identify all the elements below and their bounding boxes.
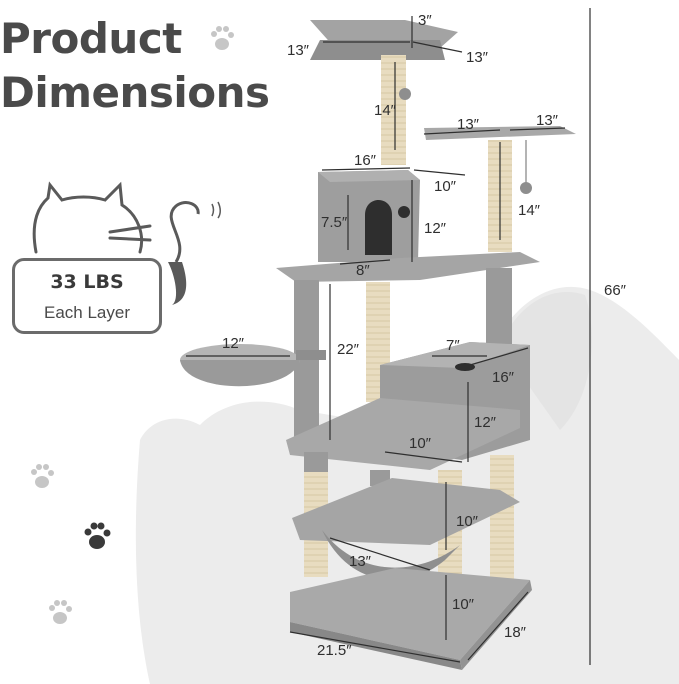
dimension-lines — [186, 8, 591, 665]
dim-top-perch-right: 13″ — [466, 49, 488, 66]
dim-right-perch-left: 13″ — [457, 116, 479, 133]
weight-value: 33 LBS — [50, 271, 124, 293]
dim-condo-width: 16″ — [354, 152, 376, 169]
dim-condo-height: 12″ — [424, 220, 446, 237]
dim-box-opening: 7″ — [446, 337, 460, 354]
paw-icon — [211, 26, 234, 50]
weight-capacity-badge: 33 LBS Each Layer — [12, 258, 162, 334]
dim-condo-base: 8″ — [356, 262, 370, 279]
cat-tail-icon — [168, 201, 221, 305]
paw-icon — [31, 464, 54, 488]
dim-hammock: 13″ — [349, 553, 371, 570]
weight-subtitle: Each Layer — [44, 303, 130, 322]
dim-base-depth: 18″ — [504, 624, 526, 641]
dim-right-perch-right: 13″ — [536, 112, 558, 129]
dim-lower-gap: 10″ — [456, 513, 478, 530]
dim-box-height: 12″ — [474, 414, 496, 431]
dim-mid-post: 22″ — [337, 341, 359, 358]
title-line-1: Product — [0, 14, 182, 63]
dim-total-height: 66″ — [604, 282, 626, 299]
dim-condo-depth: 10″ — [434, 178, 456, 195]
dim-condo-door: 7.5″ — [321, 214, 348, 231]
dim-box-depth: 10″ — [409, 435, 431, 452]
dim-box-width: 16″ — [492, 369, 514, 386]
dim-top-post: 14″ — [374, 102, 396, 119]
dim-base-width: 21.5″ — [317, 642, 352, 659]
cat-outline-icon — [32, 181, 152, 254]
dim-bottom-gap: 10″ — [452, 596, 474, 613]
dim-basket: 12″ — [222, 335, 244, 352]
dim-top-perch-left: 13″ — [287, 42, 309, 59]
paw-icon — [49, 600, 72, 624]
paw-icon — [84, 522, 111, 549]
dim-right-post: 14″ — [518, 202, 540, 219]
title-line-2: Dimensions — [0, 68, 270, 117]
dim-top-perch-height: 3″ — [418, 12, 432, 29]
